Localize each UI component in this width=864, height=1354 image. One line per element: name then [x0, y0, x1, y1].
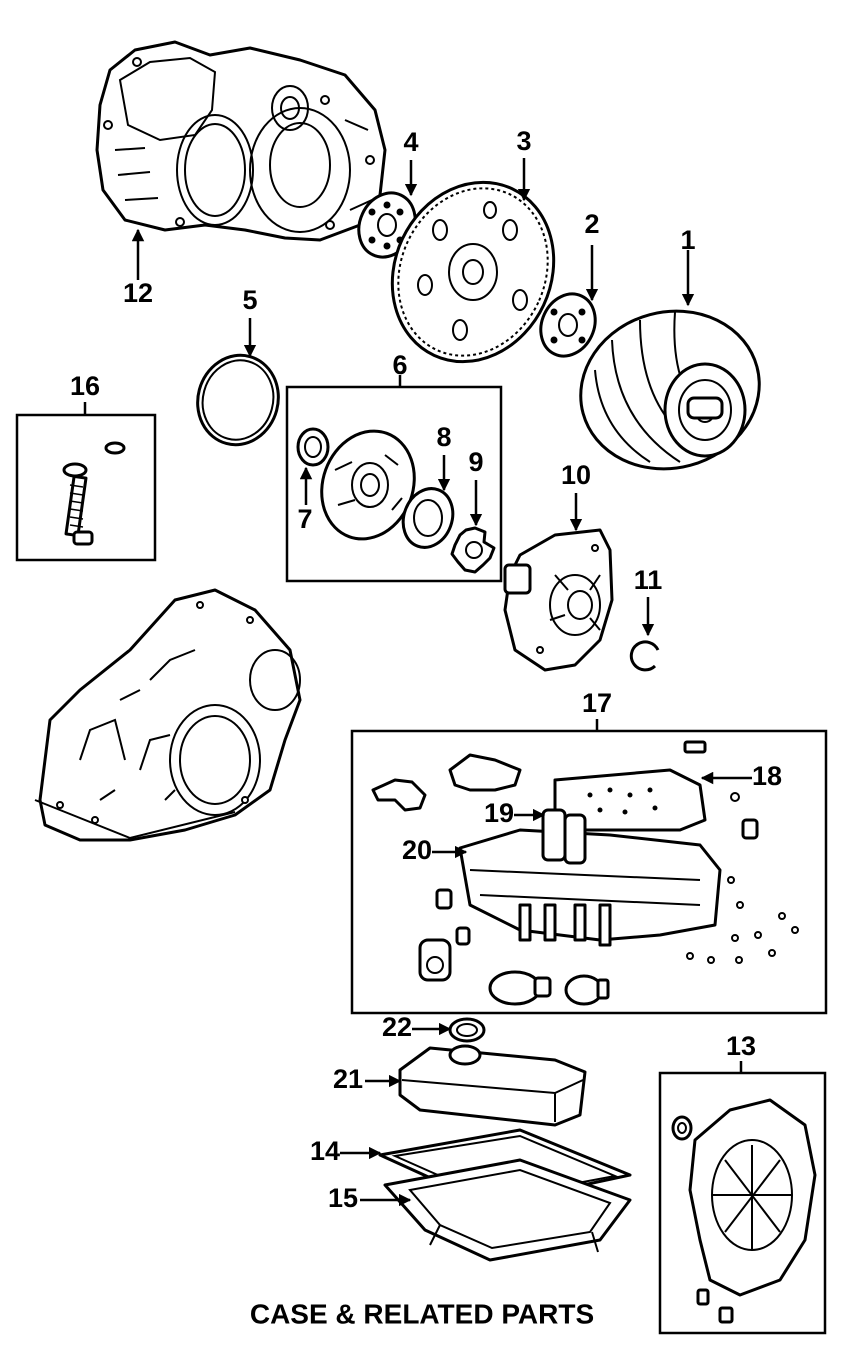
callout-7: 7 — [297, 504, 312, 534]
spacer-plate-rear — [539, 292, 597, 358]
callout-6: 6 — [392, 350, 407, 380]
accumulator — [541, 808, 587, 865]
callout-10: 10 — [561, 460, 591, 490]
callout-15: 15 — [328, 1183, 358, 1213]
callout-20: 20 — [402, 835, 432, 865]
converter-housing — [95, 40, 387, 242]
small-clip — [104, 441, 126, 455]
filter-o-ring — [448, 1017, 486, 1043]
solenoid-c — [488, 970, 552, 1006]
callout-9: 9 — [468, 447, 483, 477]
callout-3: 3 — [516, 126, 531, 156]
callout-2: 2 — [584, 209, 599, 239]
cover-bolt — [696, 1288, 734, 1324]
sensor-bolt — [62, 462, 94, 546]
o-ring — [196, 353, 280, 447]
drive-plate — [390, 180, 556, 364]
small-clip-top — [683, 740, 707, 754]
stator-shaft — [503, 528, 614, 672]
leader-lines — [83, 158, 752, 1207]
callout-11: 11 — [634, 565, 663, 595]
oil-pan — [383, 1158, 632, 1262]
part-6-group — [285, 385, 503, 583]
callout-22: 22 — [382, 1012, 412, 1042]
callout-17: 17 — [582, 688, 612, 718]
diagram-caption: CASE & RELATED PARTS — [250, 1298, 594, 1329]
callout-18: 18 — [752, 761, 782, 791]
callout-1: 1 — [680, 225, 695, 255]
shift-solenoid-b — [448, 753, 522, 792]
solenoid-d — [564, 974, 610, 1006]
callout-4: 4 — [403, 127, 418, 157]
torque-converter — [579, 309, 761, 471]
springs — [435, 818, 759, 946]
cover-plug — [671, 1115, 693, 1141]
pump-seal — [296, 427, 330, 467]
callout-13: 13 — [726, 1031, 756, 1061]
callout-19: 19 — [484, 798, 514, 828]
transaxle-case — [34, 588, 302, 842]
callout-14: 14 — [310, 1136, 340, 1166]
callout-12: 12 — [123, 278, 153, 308]
callout-8: 8 — [436, 422, 451, 452]
rear-cover — [688, 1098, 817, 1297]
part-17-group — [350, 729, 828, 1015]
part-16-group — [15, 413, 157, 562]
shift-solenoid-a — [371, 778, 427, 812]
part-13-group — [658, 1071, 827, 1335]
valve-body — [458, 828, 722, 947]
callout-5: 5 — [242, 285, 257, 315]
linear-solenoid — [418, 938, 452, 982]
pump-body — [320, 429, 416, 541]
snap-ring — [629, 640, 660, 672]
oil-strainer — [398, 1044, 587, 1127]
callout-16: 16 — [70, 371, 100, 401]
callout-labels: 1 2 3 4 5 6 7 8 9 10 11 12 13 14 15 16 1… — [70, 126, 782, 1213]
pump-drive-gear — [450, 526, 496, 574]
callout-21: 21 — [333, 1064, 363, 1094]
